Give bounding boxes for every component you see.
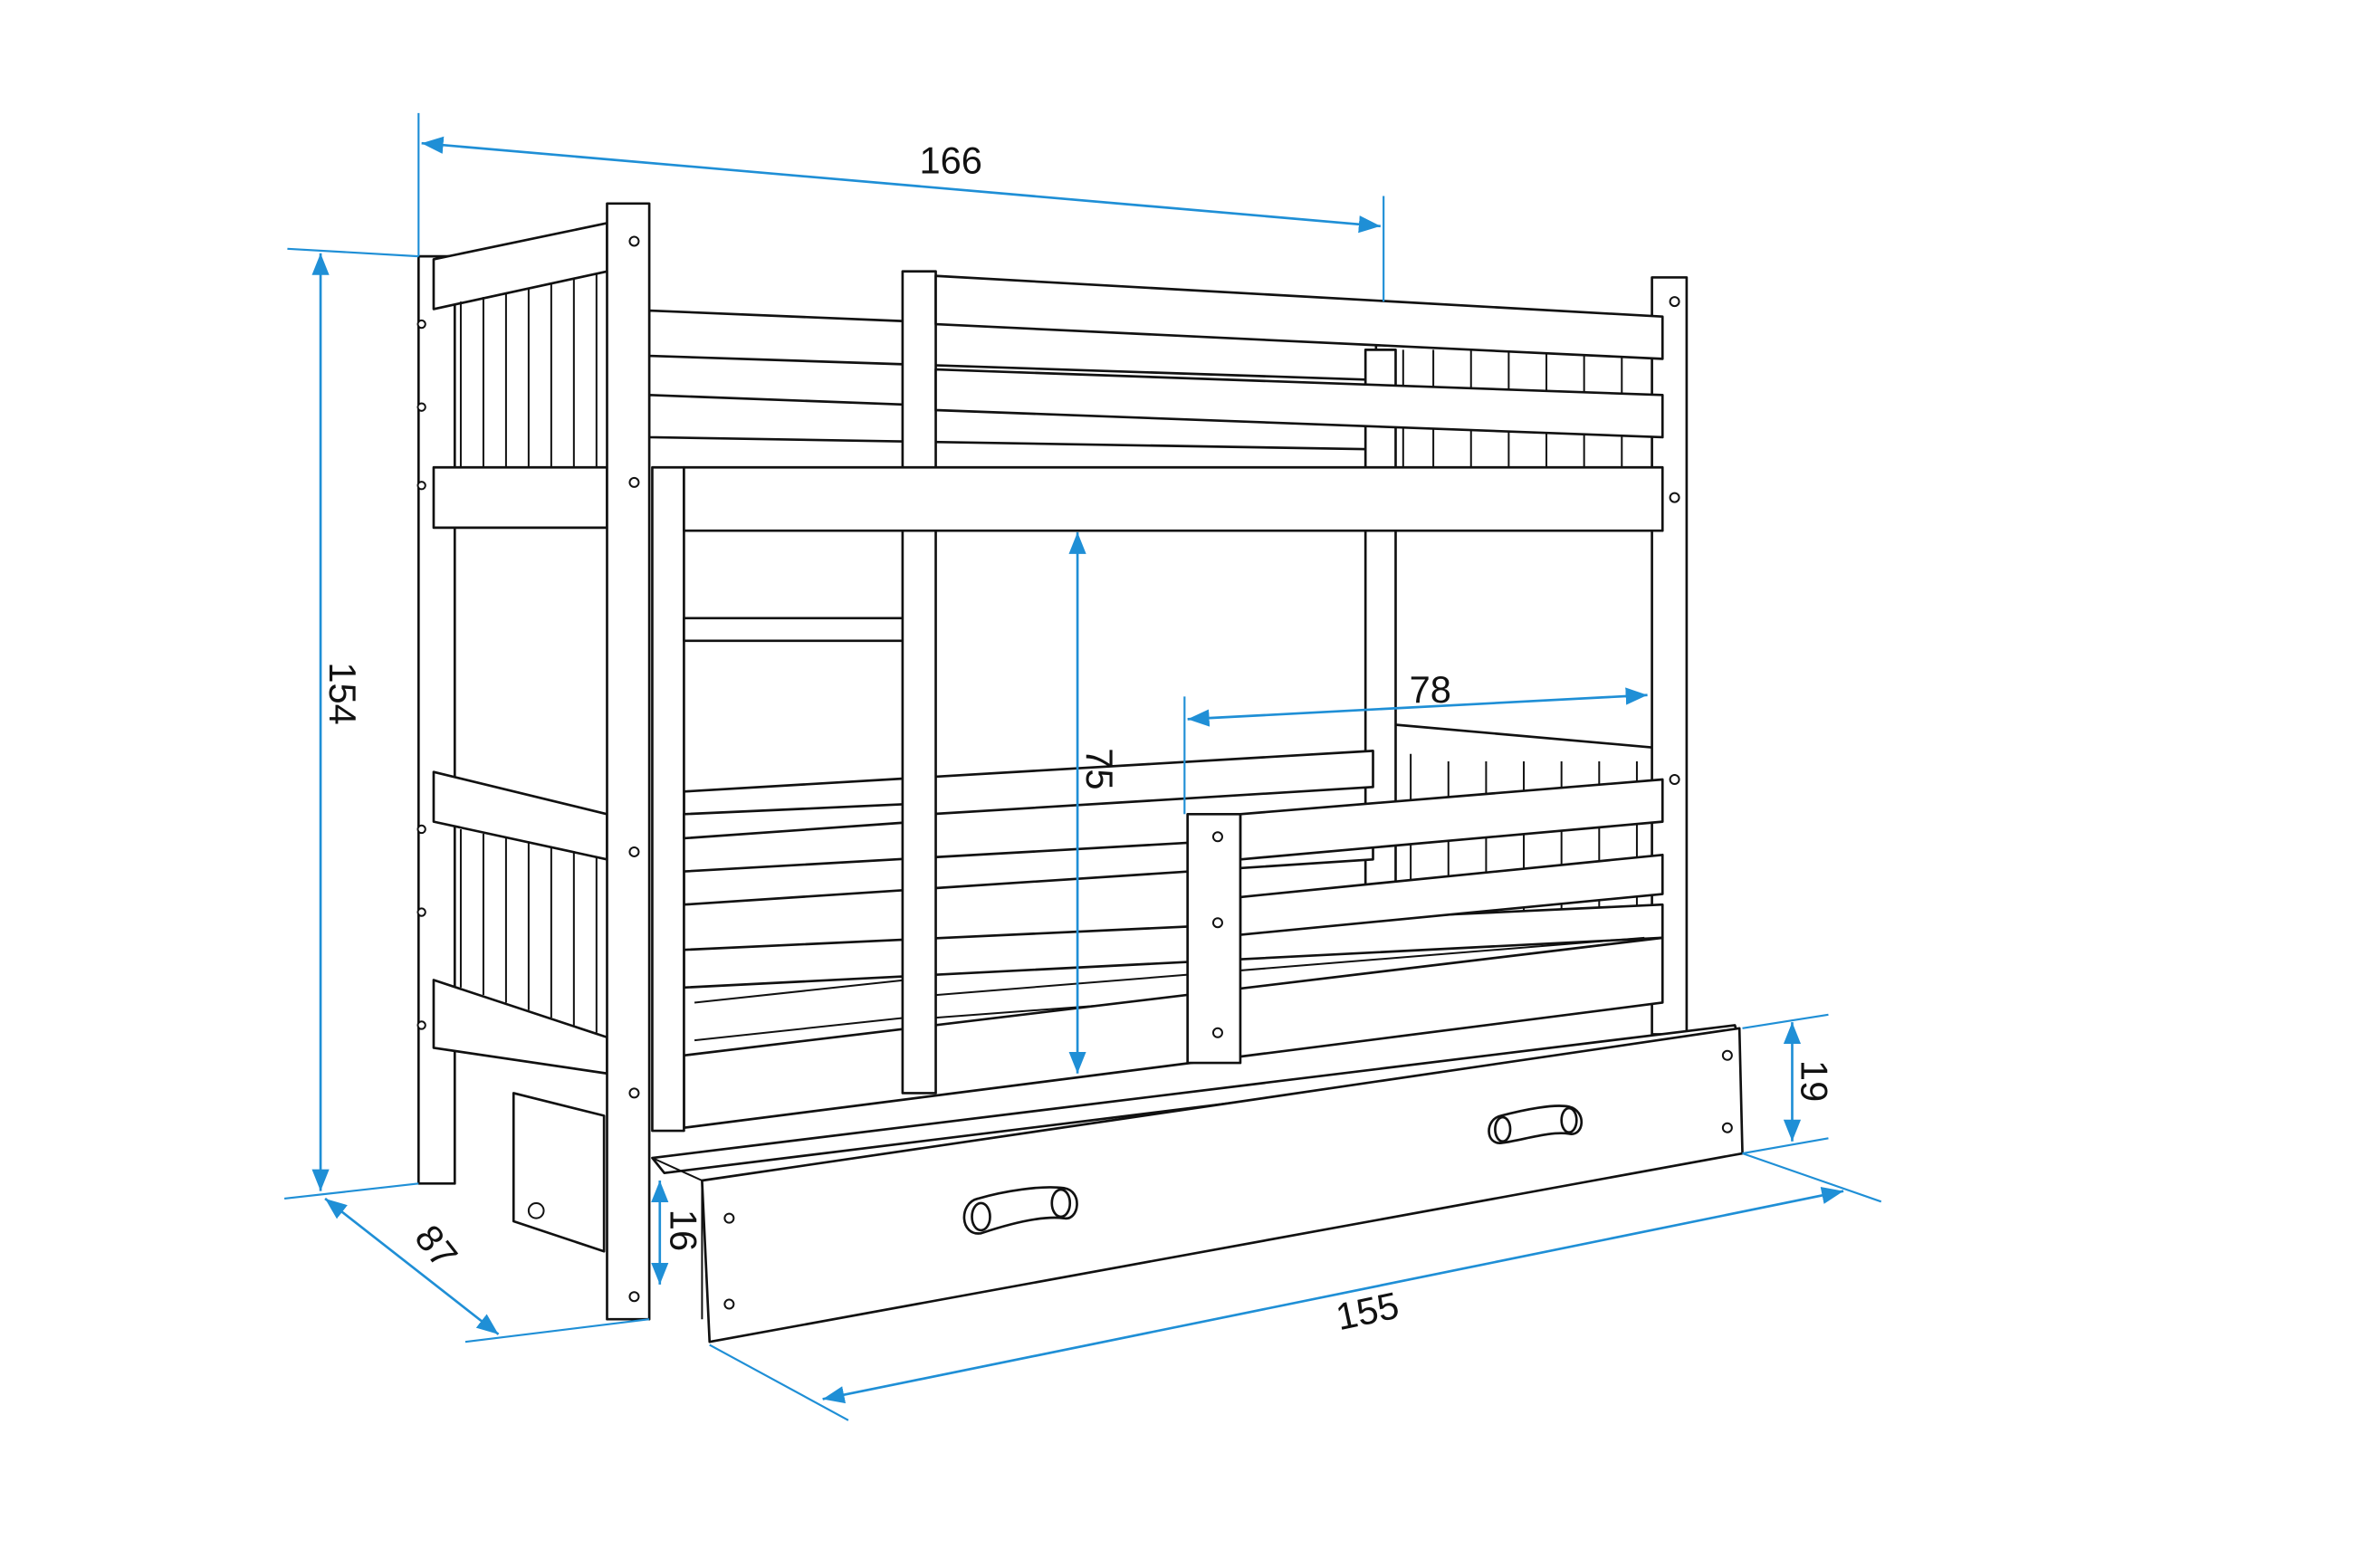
left-headboard-upper — [432, 222, 608, 530]
ladder — [683, 270, 937, 1095]
dimension-16: 16 — [651, 1180, 704, 1285]
dimension-155: 155 — [709, 1152, 1882, 1421]
dimension-label-87: 87 — [407, 1217, 466, 1276]
dimension-154: 154 — [283, 247, 419, 1200]
dimension-label-154: 154 — [321, 662, 364, 724]
dimension-label-155: 155 — [1332, 1284, 1402, 1338]
dimension-label-16: 16 — [662, 1209, 704, 1251]
dimension-166: 166 — [417, 112, 1385, 302]
left-headboard-lower — [432, 770, 608, 1076]
dimension-label-78: 78 — [1410, 668, 1451, 711]
dimension-label-19: 19 — [1793, 1060, 1835, 1102]
bolts — [416, 235, 1680, 1303]
left-inner-post — [651, 465, 685, 1133]
dimension-19: 19 — [1742, 1013, 1835, 1155]
dimension-78: 78 — [1183, 668, 1648, 815]
dimension-label-166: 166 — [919, 139, 981, 182]
upper-front-guard — [683, 274, 1664, 532]
drawer-handle-right[interactable] — [1488, 1104, 1584, 1144]
lower-front-guard — [1186, 778, 1664, 1065]
dimension-label-75: 75 — [1078, 748, 1121, 789]
left-front-post — [606, 202, 651, 1321]
dimension-75: 75 — [1068, 531, 1121, 1074]
